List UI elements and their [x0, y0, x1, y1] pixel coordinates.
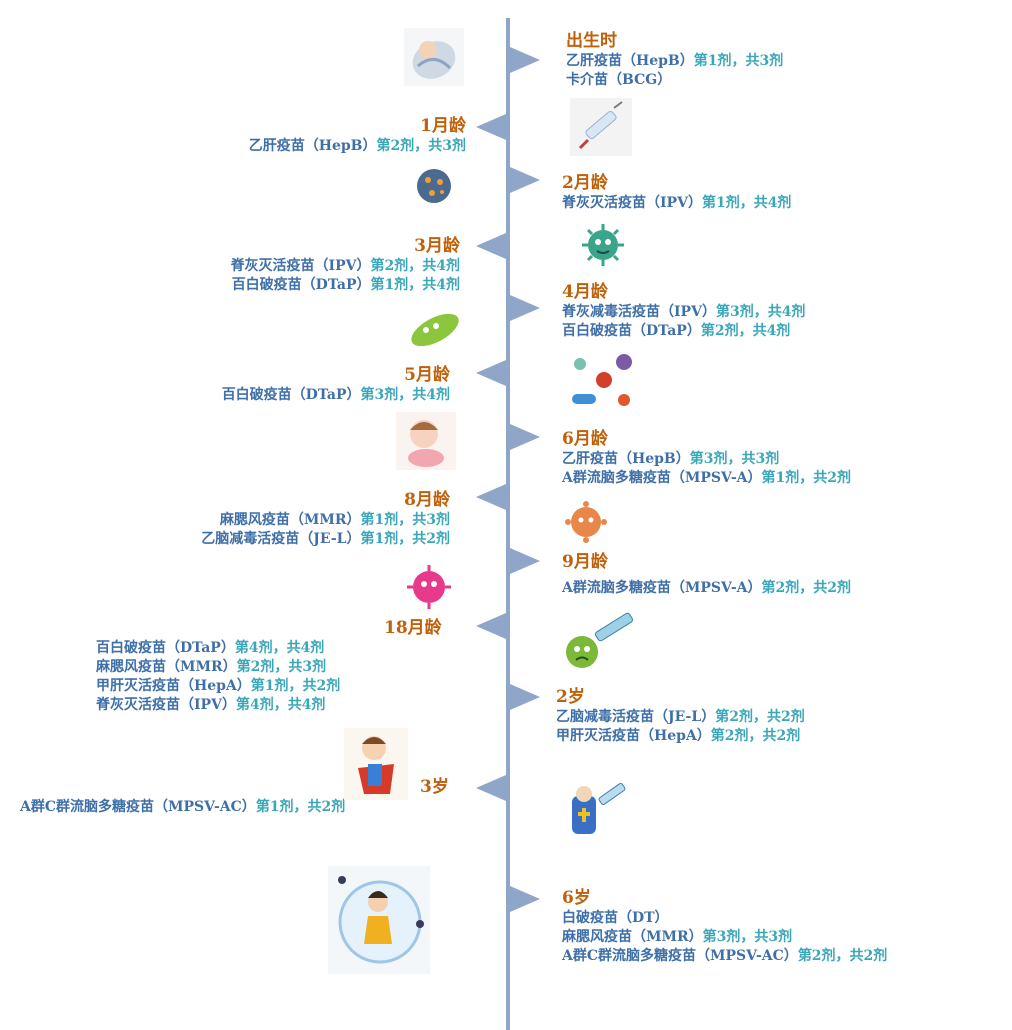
timeline-arrow-left	[476, 775, 506, 801]
timeline-arrow-right	[510, 886, 540, 912]
vaccine-line: 麻腮风疫苗（MMR）第1剂，共3剂	[219, 512, 450, 528]
milestone-1-month: 1月龄 乙肝疫苗（HepB）第2剂，共3剂	[249, 115, 466, 156]
vaccine-line: 百白破疫苗（DTaP）第2剂，共4剂	[562, 323, 791, 339]
vaccine-line: 卡介苗（BCG）	[566, 72, 672, 88]
vaccine-line: A群流脑多糖疫苗（MPSV-A）第1剂，共2剂	[562, 470, 851, 486]
timeline-axis	[506, 18, 510, 1030]
milestone-6-year: 6岁 白破疫苗（DT） 麻腮风疫苗（MMR）第3剂，共3剂 A群C群流脑多糖疫苗…	[562, 887, 887, 966]
age-label: 2月龄	[562, 173, 608, 193]
vaccine-line: 脊灰灭活疫苗（IPV）第2剂，共4剂	[230, 258, 460, 274]
vaccine-line: 乙肝疫苗（HepB）第1剂，共3剂	[566, 53, 784, 69]
vaccine-line: A群C群流脑多糖疫苗（MPSV-AC）第2剂，共2剂	[562, 948, 888, 964]
milestone-6-month: 6月龄 乙肝疫苗（HepB）第3剂，共3剂 A群流脑多糖疫苗（MPSV-A）第1…	[562, 428, 851, 488]
vaccine-line: 甲肝灭活疫苗（HepA）第1剂，共2剂	[96, 678, 341, 694]
timeline-arrow-right	[510, 295, 540, 321]
vaccine-line: 百白破疫苗（DTaP）第1剂，共4剂	[231, 277, 460, 293]
age-label: 2岁	[556, 687, 585, 707]
timeline-arrow-right	[510, 424, 540, 450]
vaccine-line: A群流脑多糖疫苗（MPSV-A）第2剂，共2剂	[562, 580, 851, 596]
syringe-icon	[570, 98, 632, 156]
timeline-arrow-right	[510, 167, 540, 193]
vaccine-line: 麻腮风疫苗（MMR）第3剂，共3剂	[562, 929, 793, 945]
timeline-arrow-right	[510, 47, 540, 73]
crawling-baby-icon	[396, 412, 456, 470]
milestone-9-month: 9月龄 A群流脑多糖疫苗（MPSV-A）第2剂，共2剂	[562, 551, 851, 598]
pink-virus-icon	[404, 562, 454, 612]
age-label: 3月龄	[414, 236, 460, 256]
milestone-2-year: 2岁 乙脑减毒活疫苗（JE-L）第2剂，共2剂 甲肝灭活疫苗（HepA）第2剂，…	[556, 686, 805, 746]
milestone-birth: 出生时 乙肝疫苗（HepB）第1剂，共3剂 卡介苗（BCG）	[566, 30, 783, 90]
girl-in-bubble-icon	[328, 866, 430, 974]
vaccine-line: 百白破疫苗（DTaP）第3剂，共4剂	[221, 387, 450, 403]
age-label: 9月龄	[562, 552, 608, 572]
timeline-arrow-right	[510, 684, 540, 710]
virus-icon	[414, 166, 454, 206]
vaccine-line: 乙脑减毒活疫苗（JE-L）第2剂，共2剂	[556, 709, 805, 725]
superhero-kid-icon	[344, 728, 408, 800]
vaccine-line: 脊灰灭活疫苗（IPV）第4剂，共4剂	[96, 697, 326, 713]
age-label: 6岁	[562, 888, 591, 908]
age-label: 3岁	[420, 777, 449, 797]
age-label: 6月龄	[562, 429, 608, 449]
swaddled-baby-icon	[404, 28, 464, 86]
orange-virus-icon	[564, 500, 608, 544]
vaccine-line: 乙肝疫苗（HepB）第2剂，共3剂	[248, 138, 466, 154]
milestone-4-month: 4月龄 脊灰减毒活疫苗（IPV）第3剂，共4剂 百白破疫苗（DTaP）第2剂，共…	[562, 281, 805, 341]
milestone-18-month: 18月龄 百白破疫苗（DTaP）第4剂，共4剂 麻腮风疫苗（MMR）第2剂，共3…	[96, 617, 442, 715]
germs-icon	[568, 350, 638, 414]
vaccine-line: 脊灰减毒活疫苗（IPV）第3剂，共4剂	[562, 304, 806, 320]
timeline-arrow-right	[510, 548, 540, 574]
milestone-8-month: 8月龄 麻腮风疫苗（MMR）第1剂，共3剂 乙脑减毒活疫苗（JE-L）第1剂，共…	[201, 489, 450, 549]
milestone-3-month: 3月龄 脊灰灭活疫苗（IPV）第2剂，共4剂 百白破疫苗（DTaP）第1剂，共4…	[231, 235, 460, 295]
vaccine-line: 乙肝疫苗（HepB）第3剂，共3剂	[562, 451, 780, 467]
vaccine-line: 脊灰灭活疫苗（IPV）第1剂，共4剂	[562, 195, 792, 211]
age-label: 5月龄	[404, 365, 450, 385]
vaccine-line: A群C群流脑多糖疫苗（MPSV-AC）第1剂，共2剂	[20, 799, 346, 815]
age-label: 4月龄	[562, 282, 608, 302]
milestone-2-month: 2月龄 脊灰灭活疫苗（IPV）第1剂，共4剂	[562, 172, 791, 213]
vaccine-line: 百白破疫苗（DTaP）第4剂，共4剂	[96, 640, 325, 656]
vaccine-line: 白破疫苗（DT）	[562, 910, 669, 926]
timeline-arrow-left	[476, 360, 506, 386]
milestone-3-year: 3岁 A群C群流脑多糖疫苗（MPSV-AC）第1剂，共2剂	[20, 776, 449, 817]
timeline-arrow-left	[476, 114, 506, 140]
age-label: 出生时	[566, 31, 617, 51]
timeline-arrow-left	[476, 613, 506, 639]
age-label: 8月龄	[404, 490, 450, 510]
doctor-vaccine-icon	[560, 782, 632, 840]
age-label: 18月龄	[384, 618, 442, 638]
age-label: 1月龄	[420, 116, 466, 136]
virus-syringe-icon	[560, 608, 644, 674]
green-virus-icon	[574, 220, 632, 270]
bacteria-icon	[404, 304, 466, 356]
vaccine-line: 乙脑减毒活疫苗（JE-L）第1剂，共2剂	[201, 531, 450, 547]
vaccine-line: 甲肝灭活疫苗（HepA）第2剂，共2剂	[556, 728, 801, 744]
timeline-arrow-left	[476, 233, 506, 259]
milestone-5-month: 5月龄 百白破疫苗（DTaP）第3剂，共4剂	[222, 364, 450, 405]
timeline-arrow-left	[476, 484, 506, 510]
vaccine-line: 麻腮风疫苗（MMR）第2剂，共3剂	[96, 659, 327, 675]
